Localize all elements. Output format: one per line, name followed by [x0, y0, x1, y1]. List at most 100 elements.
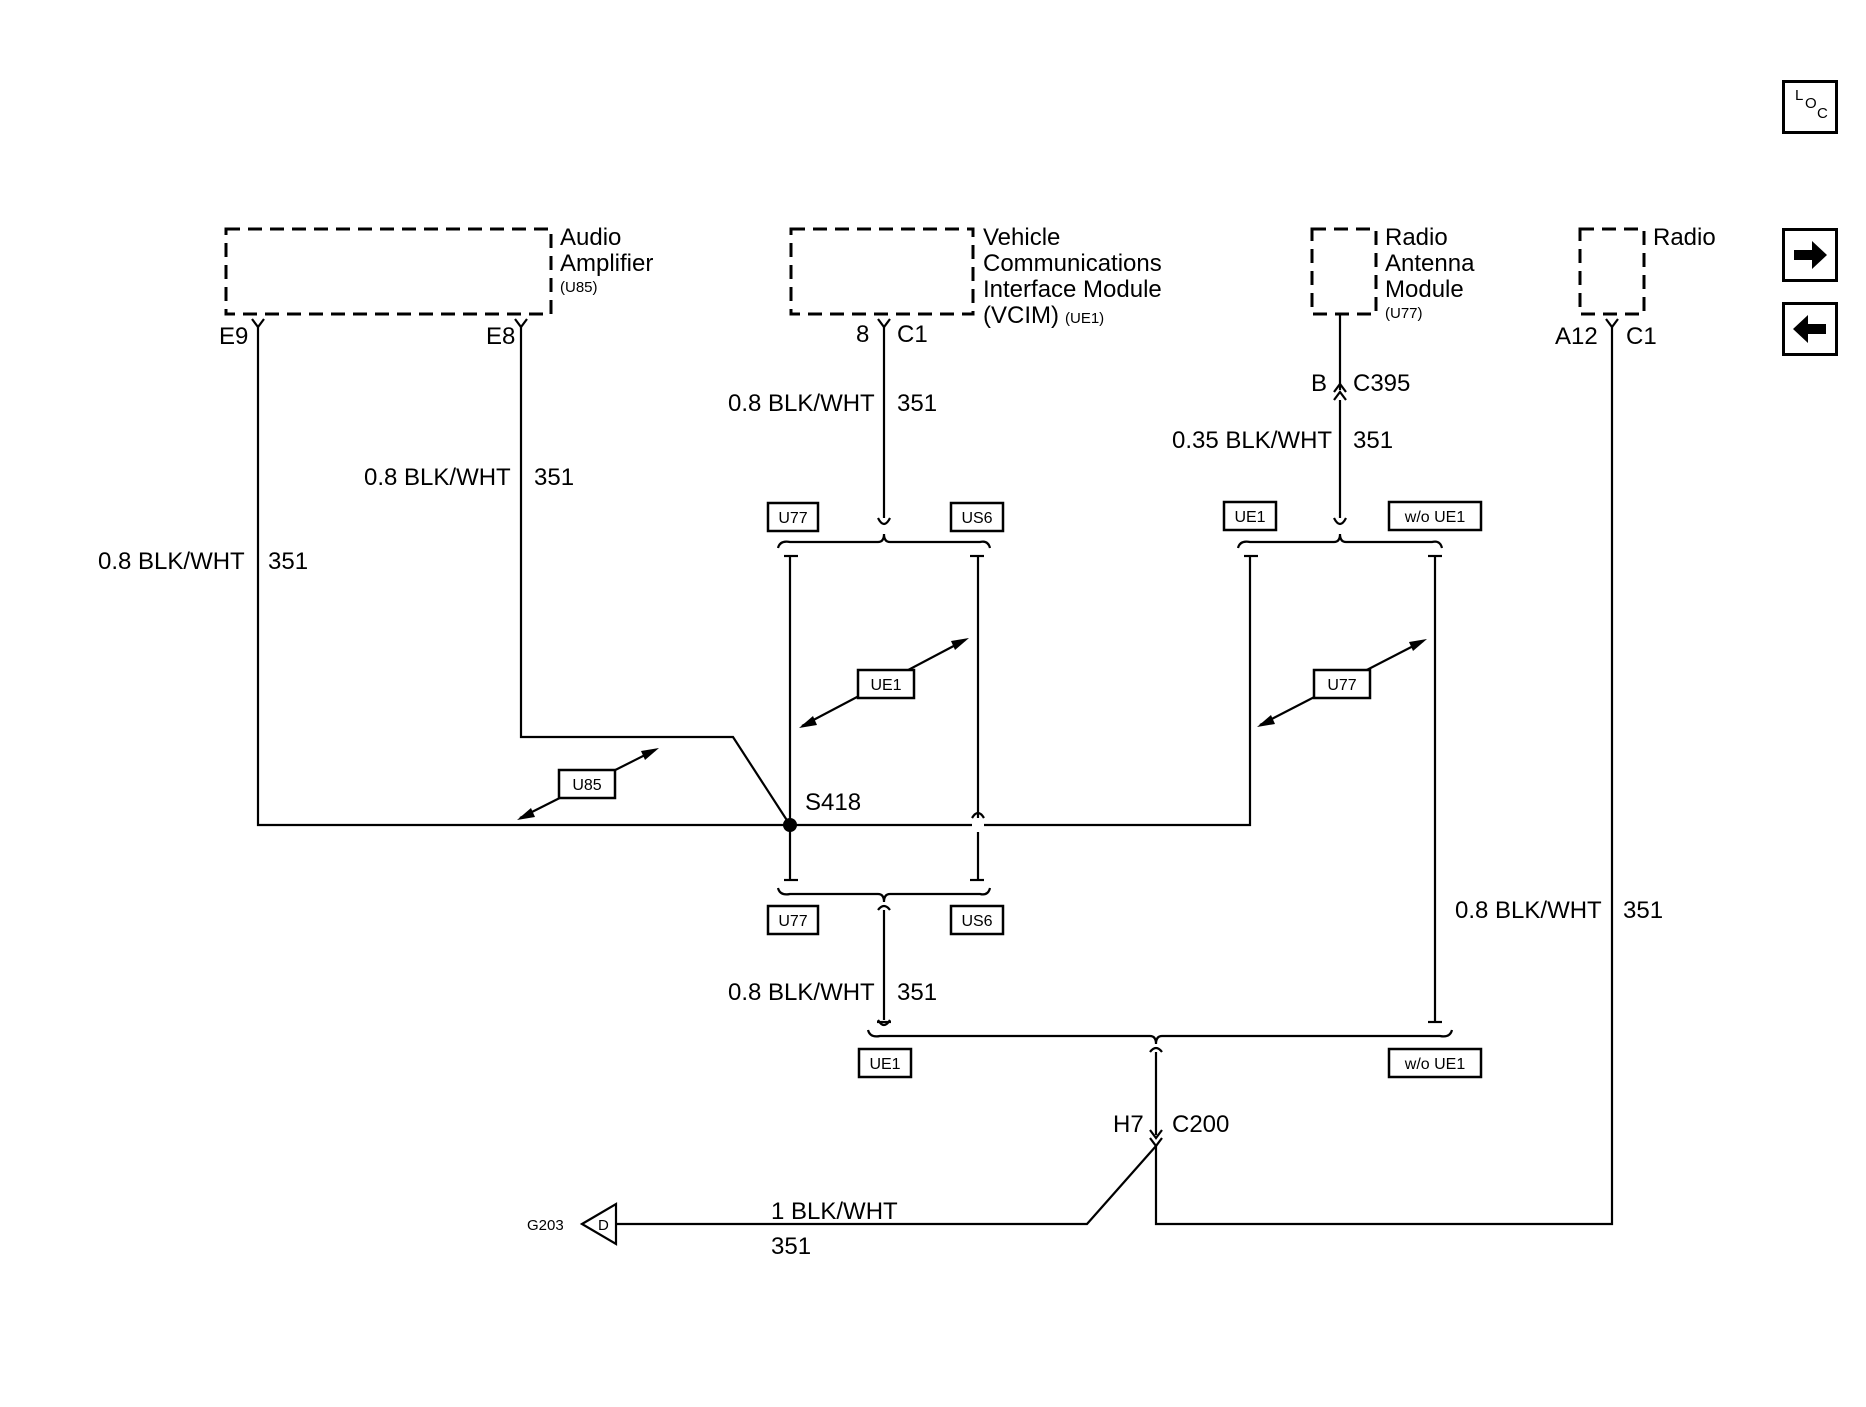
tag-bottom-left-us6: US6 [949, 904, 1005, 936]
tag-bottom-wo-ue1-text: w/o UE1 [1404, 1056, 1466, 1073]
bracket-bottom [866, 1029, 1454, 1045]
lower-mid-jumper [877, 904, 891, 911]
next-page-button[interactable] [1782, 228, 1838, 282]
crossover-us6 [971, 811, 985, 819]
loc-letter-c: C [1817, 105, 1828, 122]
arrow-left-icon [1793, 315, 1826, 343]
audio-amplifier-code: (U85) [560, 279, 598, 296]
tag-mid-u77-text: U77 [1327, 677, 1356, 694]
audio-amplifier-name-2: Amplifier [560, 250, 653, 277]
vcim-jumper-end [877, 517, 891, 526]
wires [251, 314, 1619, 1226]
pin-e9: E9 [219, 323, 248, 350]
radio-box [1578, 227, 1646, 316]
terminal-c395-a [1333, 382, 1347, 393]
inline-pin: H7 [1113, 1111, 1144, 1138]
tag-mid-u77: U77 [1312, 668, 1372, 700]
tag-u85: U85 [557, 768, 617, 800]
tag-top-right-wo-ue1-text: w/o UE1 [1404, 509, 1466, 526]
location-view-button[interactable]: L O C [1782, 80, 1838, 134]
arrow-u77-head-r [1409, 639, 1427, 651]
bottom-jumper [1149, 1046, 1163, 1053]
tag-top-right-ue1: UE1 [1222, 500, 1278, 532]
tag-bottom-left-u77-text: U77 [778, 913, 807, 930]
wire-ground-circuit: 351 [771, 1233, 811, 1260]
antenna-jumper-end [1333, 517, 1347, 526]
splice-label: S418 [805, 789, 861, 816]
loc-letter-o: O [1805, 95, 1817, 112]
terminal-radio [1605, 318, 1619, 329]
wire-vcim-spec: 0.8 BLK/WHT [728, 390, 875, 417]
tag-top-left-u77-text: U77 [778, 510, 807, 527]
tag-bottom-wo-ue1: w/o UE1 [1387, 1047, 1483, 1079]
vcim-component: Vehicle Communications Interface Module … [789, 224, 1162, 329]
wire-e9 [256, 327, 790, 827]
wire-e8-spec: 0.8 BLK/WHT [364, 464, 511, 491]
wire-e9-circuit: 351 [268, 548, 308, 575]
ground-triangle [579, 1202, 618, 1246]
antenna-connector: C395 [1353, 370, 1410, 397]
radio-component: Radio [1578, 224, 1716, 316]
radio-antenna-name-1: Radio [1385, 224, 1448, 251]
terminal-e8 [514, 318, 528, 329]
wire-radio-spec: 0.8 BLK/WHT [1455, 897, 1602, 924]
tag-bottom-left-us6-text: US6 [961, 913, 992, 930]
vcim-pin: 8 [856, 321, 869, 348]
vcim-code: (UE1) [1065, 310, 1104, 327]
previous-page-button[interactable] [1782, 302, 1838, 356]
wire-vcim-circuit: 351 [897, 390, 937, 417]
radio-name: Radio [1653, 224, 1716, 251]
wire-lower-mid-circuit: 351 [897, 979, 937, 1006]
terminal-c200-a [1149, 1129, 1163, 1140]
arrow-ue1-head-r [951, 638, 969, 650]
vcim-connector: C1 [897, 321, 928, 348]
wire-lower-mid-spec: 0.8 BLK/WHT [728, 979, 875, 1006]
arrow-u77-head-l [1257, 715, 1275, 727]
tag-top-right-wo-ue1: w/o UE1 [1387, 500, 1483, 532]
audio-amplifier-box [224, 227, 553, 316]
vcim-name-1: Vehicle [983, 224, 1060, 251]
ground-name: G203 [527, 1217, 564, 1234]
pin-e8: E8 [486, 323, 515, 350]
vcim-name-2: Communications [983, 250, 1162, 277]
terminal-c395-b [1333, 390, 1347, 401]
arrow-ue1-head-l [799, 716, 817, 728]
terminal-e9 [251, 318, 265, 329]
ground-symbol-letter: D [598, 1217, 609, 1234]
radio-antenna-name-3: Module [1385, 276, 1464, 303]
option-arrows [517, 638, 1427, 820]
radio-pin: A12 [1555, 323, 1598, 350]
wire-e8-circuit: 351 [534, 464, 574, 491]
wire-antenna-spec: 0.35 BLK/WHT [1172, 427, 1332, 454]
wire-radio [1154, 327, 1614, 1226]
wire-antenna-circuit: 351 [1353, 427, 1393, 454]
tag-top-left-us6-text: US6 [961, 510, 992, 527]
loc-letter-l: L [1795, 87, 1804, 104]
tag-top-left-us6: US6 [949, 501, 1005, 533]
bracket-bottom-left [776, 887, 992, 903]
arrow-u85-head-r [641, 748, 659, 760]
tag-bottom-left-u77: U77 [766, 904, 820, 936]
wire-radio-circuit: 351 [1623, 897, 1663, 924]
vcim-name-3: Interface Module [983, 276, 1162, 303]
arrow-u85-head-l [517, 808, 535, 820]
radio-connector: C1 [1626, 323, 1657, 350]
bracket-top-right [1236, 533, 1444, 549]
tag-bottom-ue1: UE1 [857, 1047, 913, 1079]
tag-u85-text: U85 [572, 777, 601, 794]
wire-e9-spec: 0.8 BLK/WHT [98, 548, 245, 575]
inline-connector: C200 [1172, 1111, 1229, 1138]
wire-ground-spec: 1 BLK/WHT [771, 1198, 898, 1225]
audio-amplifier-name-1: Audio [560, 224, 621, 251]
radio-antenna-module-component: Radio Antenna Module (U77) [1310, 224, 1475, 322]
vcim-box [789, 227, 975, 316]
radio-antenna-name-2: Antenna [1385, 250, 1475, 277]
terminal-vcim [877, 318, 891, 329]
radio-antenna-code: (U77) [1385, 305, 1423, 322]
wire-e8 [519, 327, 791, 826]
antenna-pin: B [1311, 370, 1327, 397]
arrow-right-icon [1794, 241, 1827, 269]
tag-top-left-u77: U77 [766, 501, 820, 533]
audio-amplifier-component: Audio Amplifier (U85) [224, 224, 653, 316]
radio-antenna-box [1310, 227, 1378, 316]
